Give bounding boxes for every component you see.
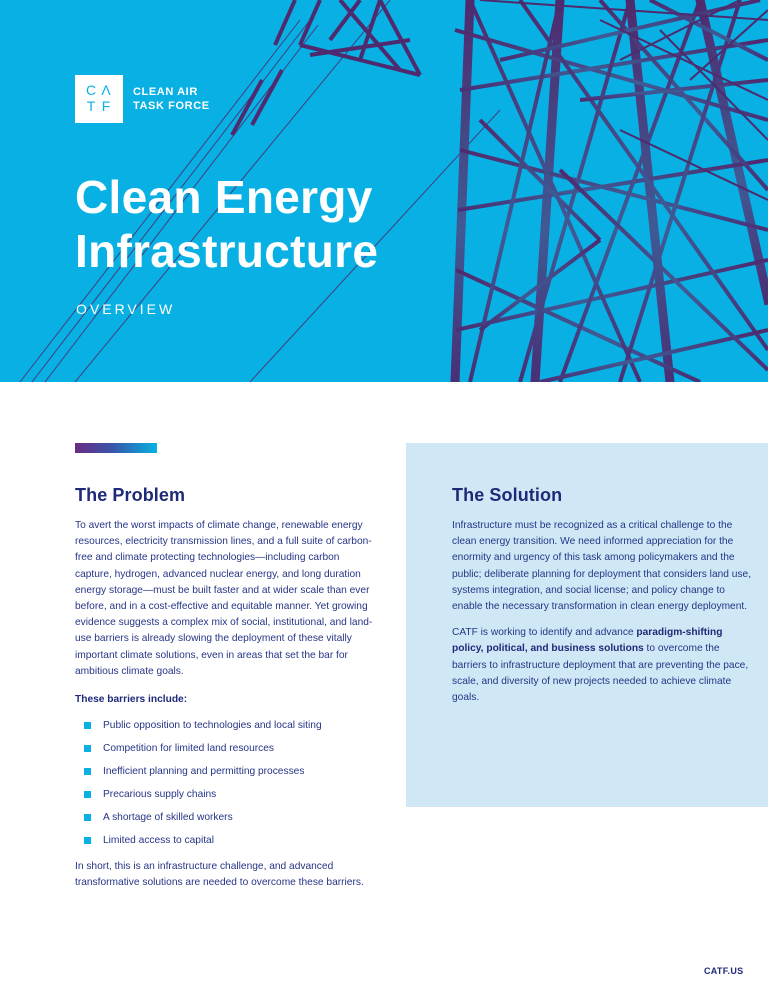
catf-logo: C Λ T F CLEAN AIR TASK FORCE <box>75 75 210 123</box>
title-line-2: Infrastructure <box>75 225 379 277</box>
list-item: Competition for limited land resources <box>75 737 375 760</box>
barrier-text: Precarious supply chains <box>103 789 217 801</box>
list-item: Inefficient planning and permitting proc… <box>75 760 375 783</box>
logo-letter: F <box>101 98 112 114</box>
problem-closing: In short, this is an infrastructure chal… <box>75 861 364 889</box>
transmission-tower-illustration <box>19 0 768 382</box>
logo-letter: C <box>85 82 98 98</box>
problem-section: The Problem To avert the worst impacts o… <box>75 484 375 891</box>
catf-wordmark: CLEAN AIR TASK FORCE <box>133 85 210 113</box>
wordmark-line-1: CLEAN AIR <box>133 86 198 98</box>
solution-section: The Solution Infrastructure must be reco… <box>452 484 752 706</box>
gradient-accent-bar <box>75 443 157 453</box>
page-title: Clean Energy Infrastructure <box>75 170 378 278</box>
barriers-title: These barriers include: <box>75 694 188 706</box>
solution-paragraph-1: Infrastructure must be recognized as a c… <box>452 520 752 613</box>
bullet-square-icon <box>84 837 91 845</box>
barrier-text: Public opposition to technologies and lo… <box>103 720 322 732</box>
problem-heading: The Problem <box>75 485 186 505</box>
bullet-square-icon <box>84 768 91 776</box>
hero-banner: C Λ T F CLEAN AIR TASK FORCE Clean Energ… <box>0 0 768 382</box>
page-subtitle: OVERVIEW <box>76 301 176 317</box>
list-item: Limited access to capital <box>75 829 375 852</box>
wordmark-line-2: TASK FORCE <box>133 100 210 112</box>
bullet-square-icon <box>84 814 91 822</box>
barrier-text: Limited access to capital <box>103 835 214 847</box>
barriers-list: Public opposition to technologies and lo… <box>75 714 375 852</box>
solution-heading: The Solution <box>452 485 563 505</box>
logo-letter: Λ <box>101 82 112 98</box>
logo-letter: T <box>86 98 97 114</box>
solution-p2-emphasis: paradigm-shifting policy, political, and… <box>452 627 723 655</box>
barrier-text: Inefficient planning and permitting proc… <box>103 766 305 778</box>
bullet-square-icon <box>84 722 91 730</box>
catf-logo-mark: C Λ T F <box>75 75 123 123</box>
problem-paragraph: To avert the worst impacts of climate ch… <box>75 520 373 677</box>
bullet-square-icon <box>84 745 91 753</box>
list-item: A shortage of skilled workers <box>75 806 375 829</box>
barrier-text: A shortage of skilled workers <box>103 812 233 824</box>
title-line-1: Clean Energy <box>75 171 373 223</box>
solution-p2-prefix: CATF is working to identify and advance <box>452 627 637 639</box>
barrier-text: Competition for limited land resources <box>103 743 274 755</box>
footer-website-link[interactable]: CATF.US <box>704 966 744 976</box>
list-item: Public opposition to technologies and lo… <box>75 714 375 737</box>
list-item: Precarious supply chains <box>75 783 375 806</box>
solution-panel <box>406 443 768 807</box>
solution-p2-suffix: to overcome the barriers to infrastructu… <box>452 643 749 704</box>
bullet-square-icon <box>84 791 91 799</box>
solution-paragraph-2: CATF is working to identify and advance … <box>452 625 752 706</box>
